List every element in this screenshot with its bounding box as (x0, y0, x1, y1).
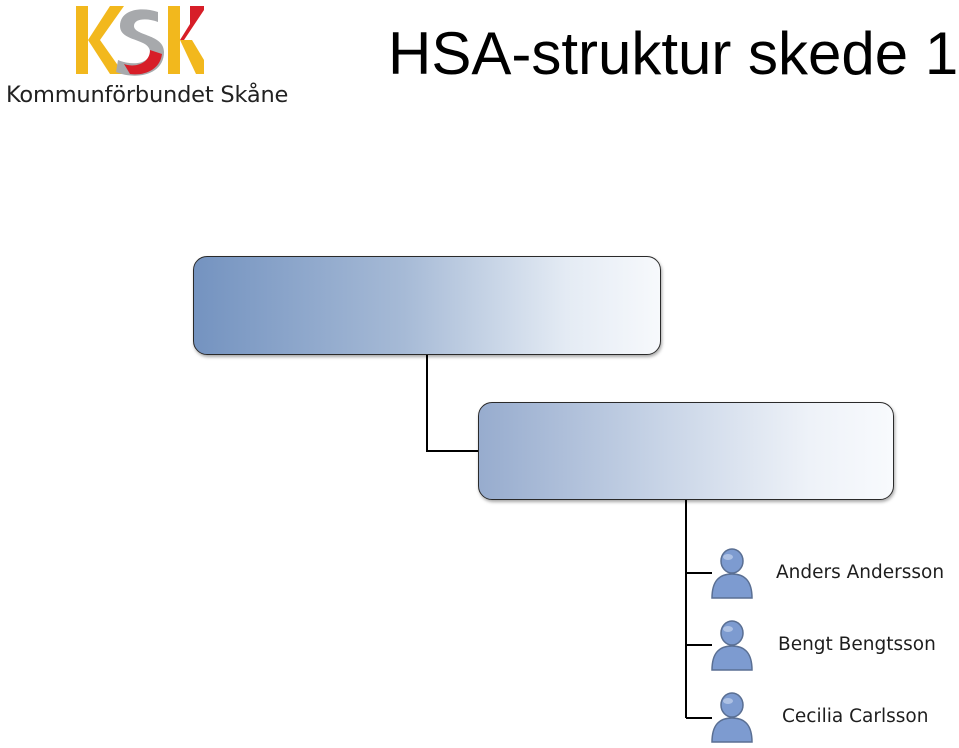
org-unit-node-root (193, 256, 661, 355)
person-icon (711, 620, 753, 671)
org-logo: Kommunförbundet Skåne (0, 0, 290, 120)
ksk-logo-mark-icon (76, 6, 204, 76)
person-name: Bengt Bengtsson (778, 634, 936, 655)
person-name: Cecilia Carlsson (782, 706, 929, 727)
page-title: HSA-struktur skede 1 (388, 20, 959, 87)
connector-root-to-child (426, 355, 478, 452)
person-icon (711, 692, 753, 743)
person-item: Bengt Bengtsson (708, 618, 958, 678)
person-item: Anders Andersson (708, 546, 958, 606)
org-unit-node-child (478, 402, 894, 500)
person-item: Cecilia Carlsson (708, 690, 958, 748)
person-name: Anders Andersson (776, 562, 945, 583)
person-icon (711, 548, 753, 599)
org-name: Kommunförbundet Skåne (6, 82, 289, 108)
